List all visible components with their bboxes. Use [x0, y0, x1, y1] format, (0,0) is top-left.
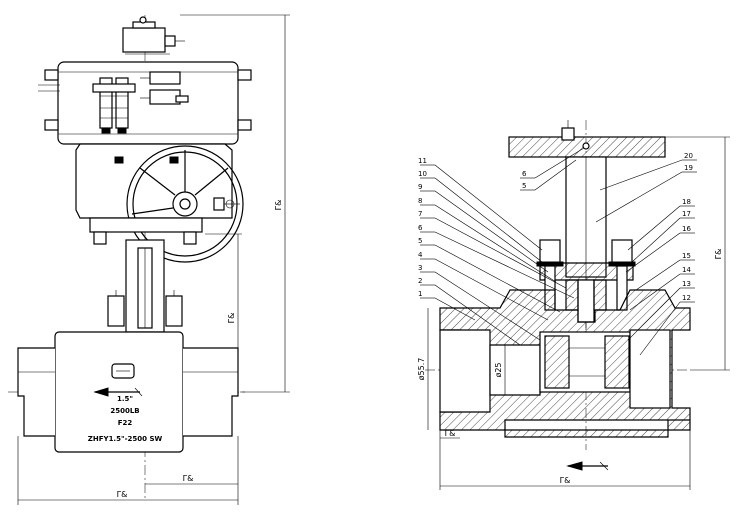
marking-class: 2500LB: [110, 407, 139, 415]
part-number: 5: [418, 237, 422, 245]
dim-right-overall-length: Γ&: [560, 476, 571, 485]
pneumatic-actuator: [38, 61, 252, 145]
dim-center-height: Γ&: [227, 313, 236, 324]
part-number: 10: [418, 170, 427, 178]
actuator-top: [122, 16, 185, 55]
right-valve-body: [439, 289, 691, 471]
right-view: 11 10 9 8 7 6 5 4 3 2 1 18 17 16 15 14 1…: [417, 120, 730, 490]
part-number: 6: [522, 170, 527, 178]
part-number: 5: [522, 182, 526, 190]
part-number: 2: [418, 277, 422, 285]
part-number: 1: [418, 290, 422, 298]
part-number: 9: [418, 183, 422, 191]
handwheel: [508, 120, 666, 158]
marking-size: 1.5": [117, 395, 133, 403]
part-numbers-left: 11 10 9 8 7 6 5 4 3 2 1: [418, 157, 427, 298]
marking-model: ZHFY1.5"-2500 SW: [88, 435, 163, 443]
part-number: 14: [682, 266, 691, 274]
part-number: 6: [418, 224, 423, 232]
left-dimensions: [17, 14, 290, 505]
part-number: 3: [418, 264, 422, 272]
dim-bore-diameter: ø25: [494, 362, 503, 377]
part-number: 13: [682, 280, 691, 288]
gearbox: [75, 143, 244, 263]
part-number: 12: [682, 294, 691, 302]
part-numbers-top: 20 19 6 5: [522, 152, 693, 190]
part-number: 18: [682, 198, 691, 206]
part-numbers-right: 18 17 16 15 14 13 12: [682, 198, 691, 302]
air-filter-regulator: [92, 71, 189, 134]
dim-socket-depth: Γ&: [445, 429, 456, 438]
part-number: 7: [418, 210, 422, 218]
part-number: 8: [418, 197, 422, 205]
marking-material: F22: [118, 419, 133, 427]
part-number: 20: [684, 152, 693, 160]
dim-overall-height: Γ&: [274, 200, 283, 211]
part-number: 11: [418, 157, 427, 165]
leader-lines: [420, 147, 697, 356]
part-number: 19: [684, 164, 693, 172]
part-number: 16: [682, 225, 691, 233]
part-number: 4: [418, 251, 423, 259]
part-number: 15: [682, 252, 691, 260]
right-dimensions: [427, 136, 730, 490]
dim-half-length: Γ&: [183, 474, 194, 483]
dim-right-height: Γ&: [714, 249, 723, 260]
dim-overall-length: Γ&: [117, 490, 128, 499]
left-valve-body: [17, 331, 239, 453]
part-number: 17: [682, 210, 691, 218]
yoke: [89, 217, 203, 347]
dim-outer-diameter: ø55.7: [417, 358, 426, 381]
left-view: 1.5" 2500LB F22 ZHFY1.5"-2500 SW Γ& Γ& Γ…: [8, 14, 290, 505]
